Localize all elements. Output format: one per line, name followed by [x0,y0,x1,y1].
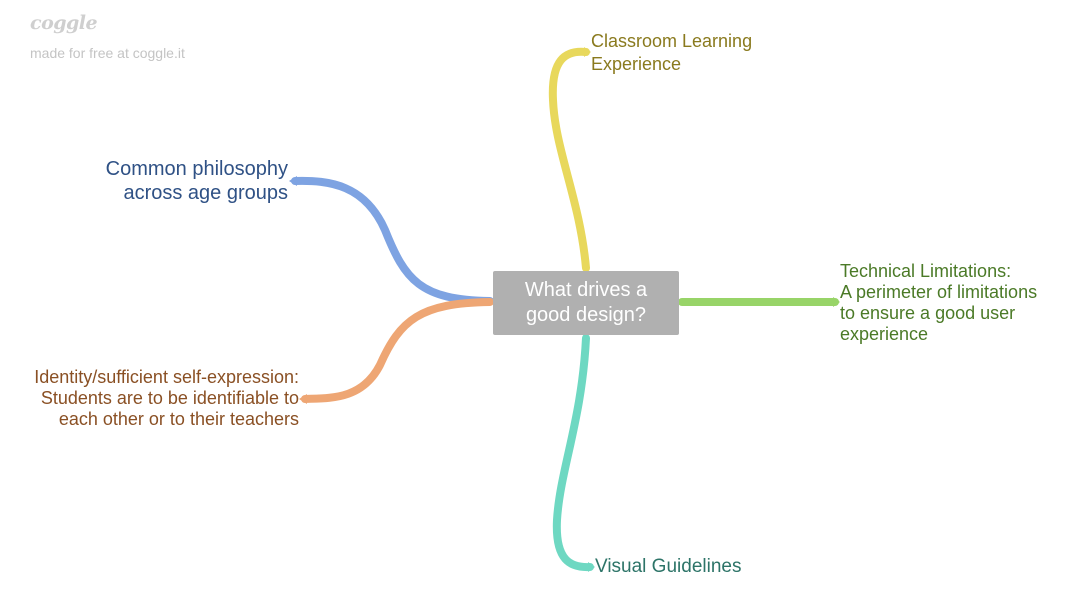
coggle-logo: coggle [30,12,98,34]
branch-line-classroom [548,47,590,272]
arrow-tip-identity [299,394,307,404]
arrow-tip-visual [588,562,595,572]
branch-line-identity [301,298,494,403]
credit-text: made for free at coggle.it [30,45,185,61]
node-common-philosophy[interactable]: Common philosophy across age groups [105,158,288,204]
node-classroom-learning[interactable]: Classroom Learning Experience [591,31,753,74]
node-identity-expression[interactable]: Identity/sufficient self-expression: Stu… [34,367,299,429]
node-technical-limitations[interactable]: Technical Limitations: A perimeter of li… [840,261,1038,344]
central-node[interactable]: What drives a good design? [493,271,679,335]
branch-line-common [291,176,494,305]
arrow-tip-common [289,176,297,186]
node-visual-guidelines[interactable]: Visual Guidelines [595,556,742,577]
arrow-tip-classroom [584,47,591,57]
arrow-tip-technical [833,297,840,307]
branch-line-visual [552,334,594,572]
